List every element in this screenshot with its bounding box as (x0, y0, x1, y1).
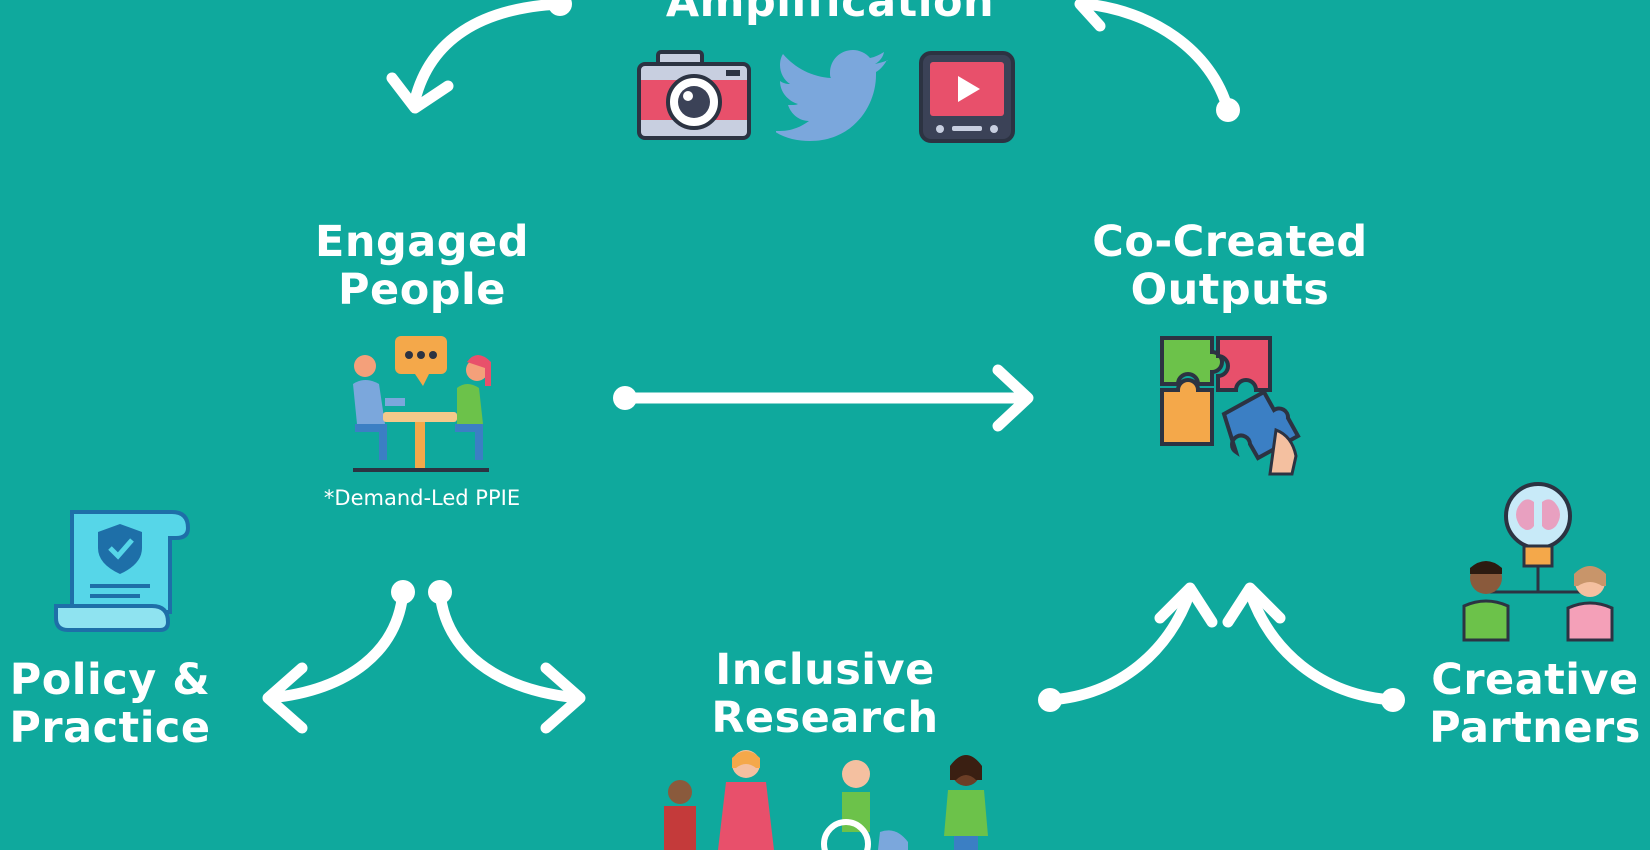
demand-led-ppie-note: *Demand-Led PPIE (323, 486, 521, 510)
arrow-head (992, 364, 1034, 432)
arrow-dot (1038, 688, 1062, 712)
creative-line2: Partners (1429, 703, 1641, 753)
engaged-line2: People (338, 265, 506, 315)
cocreated-line1: Co-Created (1092, 217, 1368, 267)
arrow-head (1222, 582, 1286, 628)
arrow-dot (1381, 688, 1405, 712)
inclusive-research-label: Inclusive Research (660, 646, 990, 742)
co-created-outputs-label: Co-Created Outputs (1060, 218, 1400, 314)
cocreated-line2: Outputs (1130, 265, 1330, 315)
amplification-label: Amplification (665, 0, 995, 27)
idea-partners-icon (1462, 482, 1614, 642)
arrow-engaged-to-research (434, 586, 584, 704)
arrow-dot (1216, 98, 1240, 122)
diverse-people-icon (664, 750, 988, 850)
arrow-head (1074, 0, 1106, 32)
arrow-head (386, 72, 454, 114)
arrow-engaged-to-policy (264, 586, 409, 704)
video-player-icon (919, 51, 1015, 143)
arrow-creative-to-cocreated (1244, 586, 1399, 706)
puzzle-icon (1160, 336, 1301, 476)
creative-line1: Creative (1431, 655, 1639, 705)
arrow-dot (613, 386, 637, 410)
arrow-cocreated-to-amplification (1079, 0, 1234, 116)
policy-line2: Practice (9, 703, 211, 753)
arrow-research-to-cocreated (1044, 586, 1196, 706)
policy-document-icon (54, 510, 191, 632)
arrow-dot (548, 0, 572, 16)
engaged-people-label: Engaged People (262, 218, 582, 314)
arrow-dot (391, 580, 415, 604)
policy-practice-label: Policy & Practice (0, 656, 220, 752)
policy-line1: Policy & (9, 655, 211, 705)
research-line2: Research (711, 693, 939, 743)
twitter-bird-icon (776, 50, 888, 141)
research-line1: Inclusive (715, 645, 935, 695)
arrow-head (1154, 582, 1218, 628)
engaged-line1: Engaged (314, 217, 529, 267)
arrow-amplification-to-engaged (409, 0, 566, 106)
meeting-people-icon (353, 336, 491, 472)
camera-icon (637, 50, 751, 140)
arrow-head (540, 662, 586, 734)
arrow-head (262, 662, 308, 734)
creative-partners-label: Creative Partners (1420, 656, 1650, 752)
arrow-dot (428, 580, 452, 604)
